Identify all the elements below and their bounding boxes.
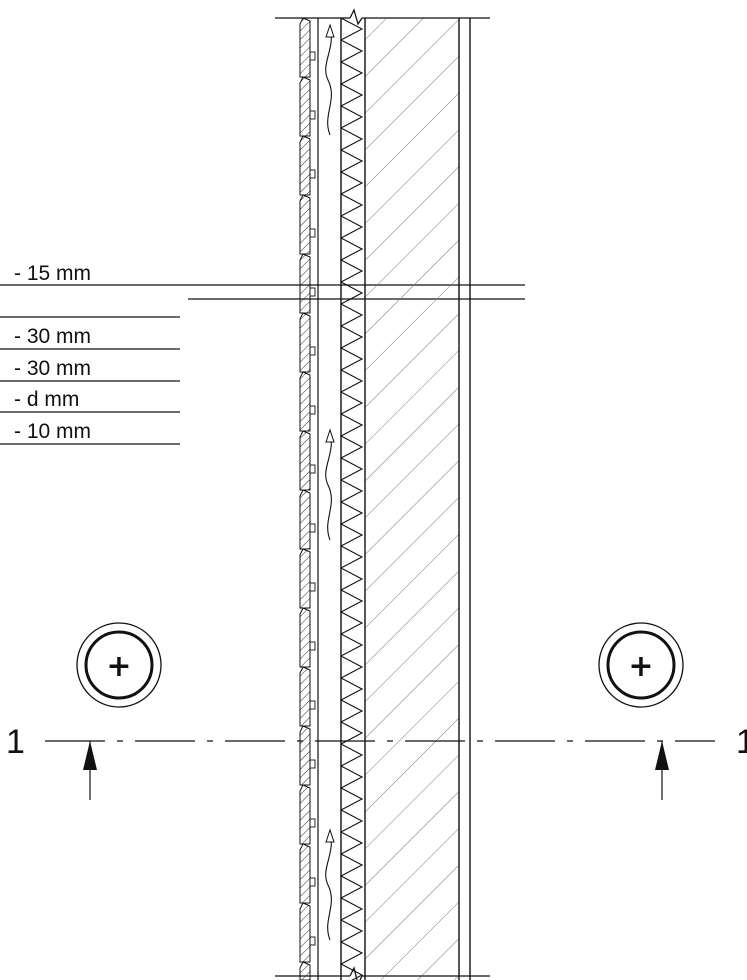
board-clip xyxy=(309,51,316,61)
cladding-board xyxy=(299,725,311,786)
board-clip xyxy=(309,641,316,651)
cladding-board xyxy=(299,371,311,432)
detail-symbol-right: + xyxy=(598,622,684,708)
cladding-board xyxy=(299,135,311,196)
cladding-board xyxy=(299,784,311,845)
airflow-line xyxy=(325,429,332,541)
arrow-up-icon xyxy=(325,428,335,443)
cladding-board xyxy=(299,489,311,550)
cladding-board xyxy=(299,548,311,609)
board-clip xyxy=(309,405,316,415)
board-clip xyxy=(309,582,316,592)
board-clip xyxy=(309,936,316,946)
board-clip xyxy=(309,110,316,120)
board-clip xyxy=(309,169,316,179)
airflow-line xyxy=(325,24,332,136)
board-clip xyxy=(309,464,316,474)
cladding-board xyxy=(299,666,311,727)
board-clip xyxy=(309,346,316,356)
board-clip xyxy=(309,818,316,828)
cladding-board xyxy=(299,76,311,137)
section-marker-right: 1 xyxy=(736,723,747,761)
board-clip xyxy=(309,877,316,887)
layer-labels: - 15 mm - 30 mm - 30 mm - d mm - 10 mm xyxy=(14,262,91,443)
layer-label-air-gap: - 30 mm xyxy=(14,357,91,380)
plus-icon: + xyxy=(628,649,653,684)
board-clip xyxy=(309,759,316,769)
section-line xyxy=(45,740,715,800)
cladding-board xyxy=(299,253,311,314)
cladding-board xyxy=(299,17,311,78)
layer-label-plaster: - 10 mm xyxy=(14,420,91,443)
arrow-up-icon xyxy=(325,23,335,38)
detail-symbol-left: + xyxy=(76,622,162,708)
cladding-board xyxy=(299,194,311,255)
insulation-layer xyxy=(339,17,364,980)
cladding-board xyxy=(299,607,311,668)
airflow-line xyxy=(325,829,332,941)
layer-label-insulation: - d mm xyxy=(14,388,79,411)
section-marker-left: 1 xyxy=(6,723,25,761)
cladding-board xyxy=(299,961,311,980)
board-clip xyxy=(309,228,316,238)
layer-label-battens: - 30 mm xyxy=(14,325,91,348)
masonry-wall xyxy=(364,18,460,980)
ventilation-airflow-arrows xyxy=(325,23,335,941)
layer-label-cladding: - 15 mm xyxy=(14,262,91,285)
arrow-up-icon xyxy=(325,828,335,843)
cut-lines xyxy=(275,8,490,980)
cladding-layer xyxy=(299,17,319,980)
board-clip xyxy=(309,700,316,710)
board-clip xyxy=(309,287,316,297)
cladding-board xyxy=(299,902,311,963)
board-clip xyxy=(309,523,316,533)
cladding-board xyxy=(299,312,311,373)
plus-icon: + xyxy=(106,649,131,684)
cladding-board xyxy=(299,843,311,904)
cladding-board xyxy=(299,430,311,491)
